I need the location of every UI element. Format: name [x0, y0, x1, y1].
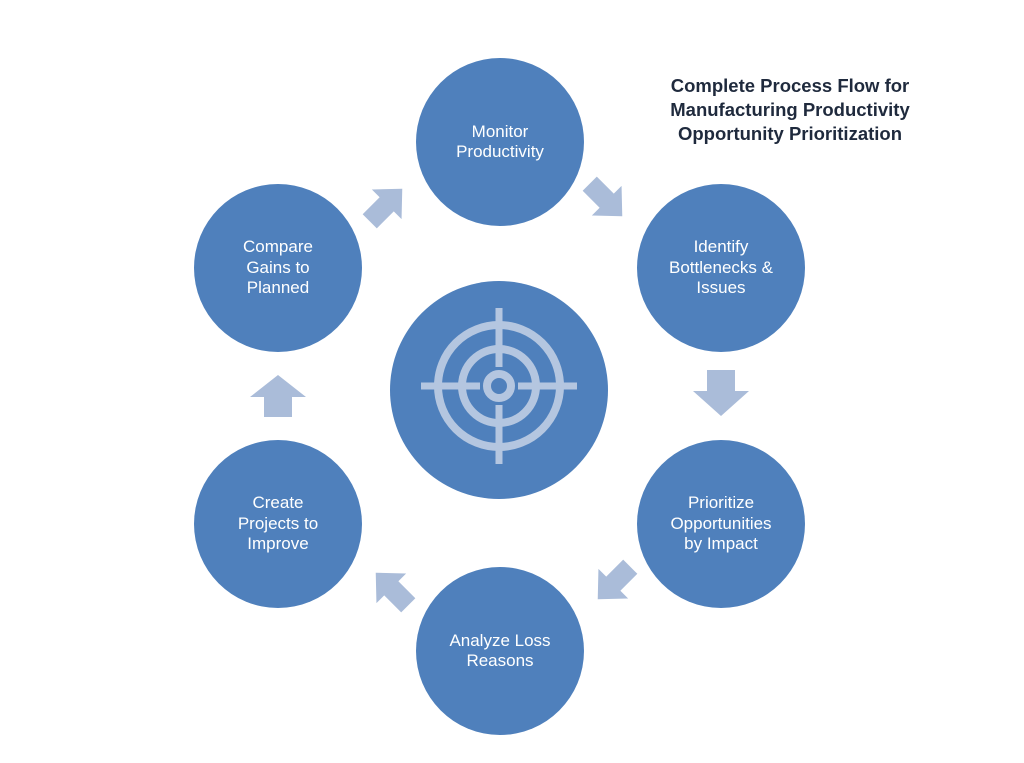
step-compare-gains: Compare Gains to Planned [194, 184, 362, 352]
diagram-title: Complete Process Flow for Manufacturing … [630, 74, 950, 146]
step-label-line: Issues [696, 278, 746, 298]
step-label-line: Reasons [466, 651, 534, 670]
step-label-line: Gains to [246, 257, 310, 277]
title-line-1: Complete Process Flow for [670, 75, 910, 96]
step-label-line: Identify [693, 237, 749, 257]
title-line-2: Manufacturing Productivity [670, 99, 910, 120]
step-label-line: Planned [246, 278, 310, 298]
step-label: Create Projects to Improve [224, 493, 332, 555]
step-label: Analyze Loss Reasons [435, 631, 564, 672]
step-label-line: Opportunities [670, 513, 772, 533]
arrow-shape [250, 375, 306, 417]
arrow-shape [362, 188, 403, 229]
step-analyze-loss-reasons: Analyze Loss Reasons [416, 567, 584, 735]
step-label: Prioritize Opportunities by Impact [656, 493, 785, 555]
arrow-shape [597, 559, 638, 600]
step-label: Monitor Productivity [442, 122, 558, 163]
center-hub [390, 281, 608, 499]
step-label-line: Prioritize [687, 493, 755, 513]
step-label-line: Improve [247, 534, 309, 554]
step-label-line: Create [252, 493, 304, 513]
step-label-line: Productivity [456, 142, 544, 161]
step-label-line: by Impact [684, 534, 758, 554]
step-label-line: Compare [243, 237, 313, 257]
arrow-shape [582, 176, 623, 217]
title-line-3: Opportunity Prioritization [677, 123, 903, 144]
step-monitor-productivity: Monitor Productivity [416, 58, 584, 226]
step-label-line: Bottlenecks & [669, 257, 773, 277]
target-crosshair-icon [421, 308, 577, 464]
step-label: Identify Bottlenecks & Issues [655, 237, 787, 299]
arrow-shape [693, 370, 749, 416]
step-prioritize-opportunities: Prioritize Opportunities by Impact [637, 440, 805, 608]
step-label-line: Analyze Loss [449, 630, 551, 650]
step-label-line: Monitor [471, 121, 529, 141]
arrow-shape [375, 572, 416, 613]
step-label-line: Projects to [237, 513, 319, 533]
step-identify-bottlenecks: Identify Bottlenecks & Issues [637, 184, 805, 352]
step-label: Compare Gains to Planned [229, 237, 327, 299]
step-create-projects: Create Projects to Improve [194, 440, 362, 608]
